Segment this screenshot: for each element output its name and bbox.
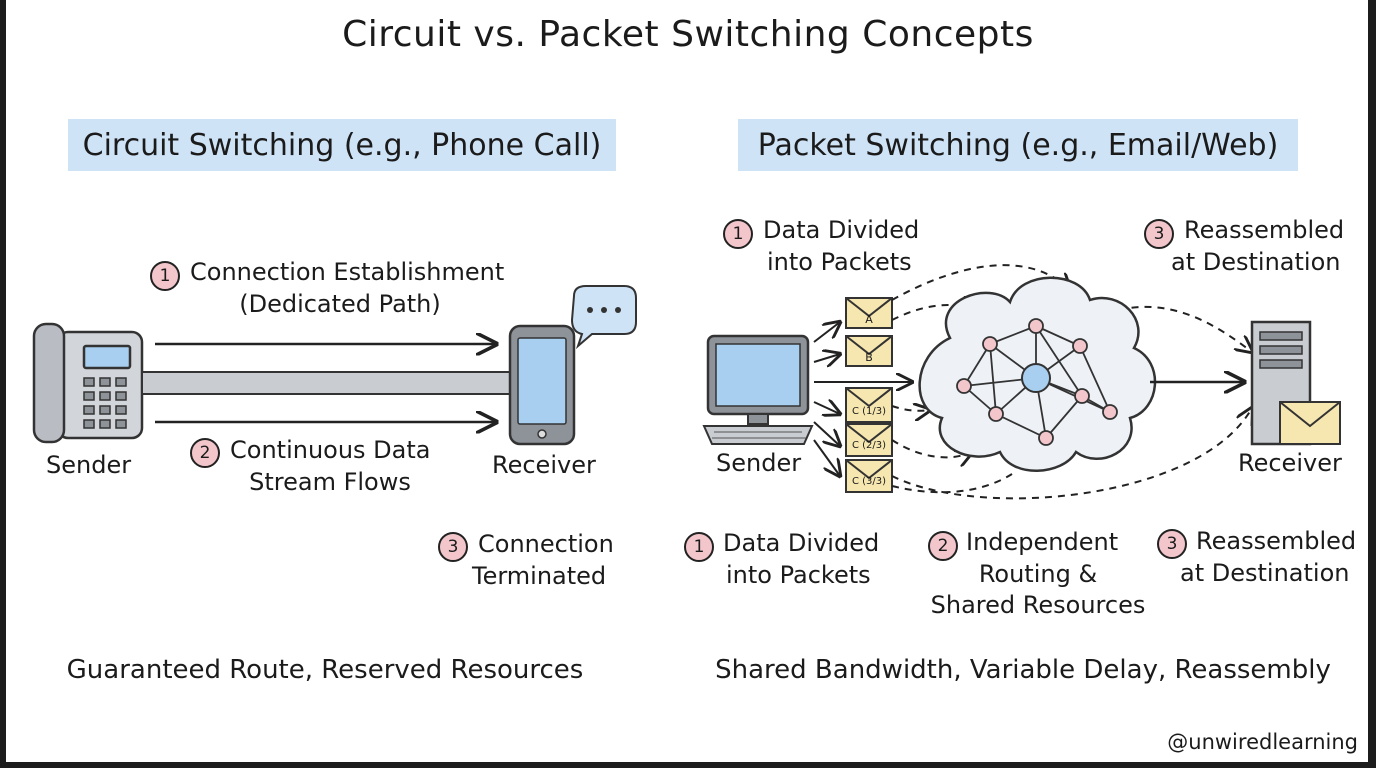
smartphone-icon [508, 324, 576, 446]
circuit-step2-line1: Continuous Data [230, 436, 431, 464]
packet-bottom-step3-badge: 3 [1157, 529, 1187, 559]
packet-bottom-step3-line2: at Destination [1180, 559, 1350, 587]
packet-c2-envelope [845, 423, 893, 457]
packet-envelopes [845, 297, 893, 493]
packet-top-step1-line2: into Packets [767, 248, 912, 276]
packet-receiver-label: Receiver [1238, 449, 1342, 477]
circuit-step3-line2: Terminated [472, 562, 607, 590]
circuit-step1-badge: 1 [150, 261, 180, 291]
circuit-step1-line1: Connection Establishment [190, 258, 505, 286]
dedicated-path-band [141, 371, 511, 395]
packet-c3-label: C (3/3) [851, 476, 887, 487]
circuit-receiver-label: Receiver [492, 451, 596, 479]
packet-bottom-step1-line1: Data Divided [723, 529, 880, 557]
packet-top-step1-badge: 1 [723, 219, 753, 249]
packet-bottom-step3-line1: Reassembled [1196, 527, 1357, 555]
packet-top-step3-line1: Reassembled [1184, 216, 1345, 244]
circuit-switching-header: Circuit Switching (e.g., Phone Call) [68, 119, 616, 171]
packet-b-label: B [865, 351, 873, 364]
circuit-summary: Guaranteed Route, Reserved Resources [66, 655, 584, 685]
packet-sender-label: Sender [716, 449, 802, 477]
packet-bottom-step1-line2: into Packets [726, 561, 871, 589]
packet-top-step3-line2: at Destination [1171, 248, 1341, 276]
packet-bottom-step2-line2: Routing & [978, 560, 1098, 588]
packet-top-step1-line1: Data Divided [763, 216, 920, 244]
packet-c2-label: C (2/3) [851, 440, 887, 451]
packet-bottom-step2-line3: Shared Resources [930, 591, 1146, 619]
circuit-step3-line1: Connection [478, 530, 614, 558]
circuit-step3-badge: 3 [438, 532, 468, 562]
circuit-sender-label: Sender [46, 451, 132, 479]
packet-top-step3-badge: 3 [1144, 219, 1174, 249]
packet-bottom-step2-badge: 2 [928, 531, 958, 561]
packet-summary: Shared Bandwidth, Variable Delay, Reasse… [715, 655, 1331, 685]
packet-send-arrows [813, 322, 912, 476]
packet-switching-header: Packet Switching (e.g., Email/Web) [738, 119, 1298, 171]
page-title: Circuit vs. Packet Switching Concepts [342, 14, 1034, 55]
network-cloud-icon [918, 276, 1157, 472]
watermark-handle: @unwiredlearning [1167, 730, 1358, 754]
chat-bubble-icon [570, 285, 637, 350]
packet-a-envelope [845, 297, 893, 329]
circuit-step2-line2: Stream Flows [249, 468, 411, 496]
circuit-step1-line2: (Dedicated Path) [239, 290, 441, 318]
packet-bottom-step1-badge: 1 [684, 532, 714, 562]
packet-c3-envelope [845, 459, 893, 493]
server-icon [1250, 320, 1341, 446]
computer-icon [702, 334, 814, 445]
packet-c1-envelope [845, 387, 893, 423]
circuit-step2-badge: 2 [190, 438, 220, 468]
packet-b-envelope [845, 335, 893, 367]
packet-c1-label: C (1/3) [851, 406, 887, 417]
reassembled-envelope-icon [1279, 401, 1341, 445]
packet-bottom-step2-line1: Independent [966, 528, 1119, 556]
desk-phone-icon [32, 322, 144, 444]
packet-a-label: A [865, 313, 873, 326]
